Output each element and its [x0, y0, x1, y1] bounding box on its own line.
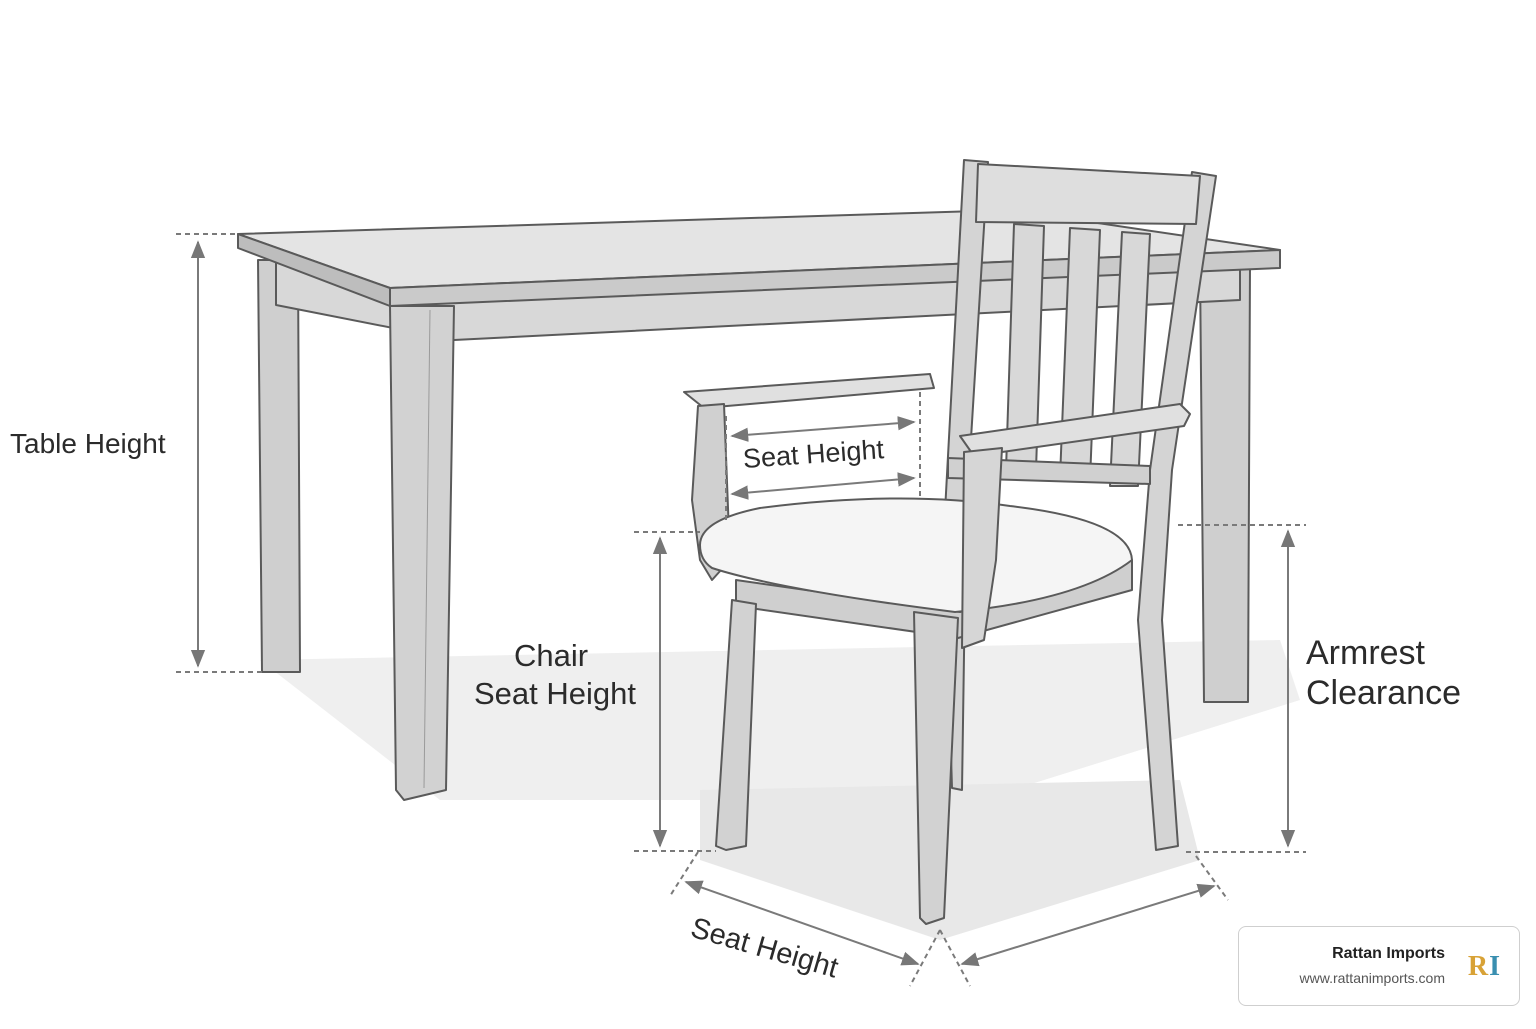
chair-seat-cushion: [699, 497, 1133, 613]
armrest-clearance-label-line1: Armrest: [1306, 634, 1425, 672]
brand-logo-i: I: [1489, 951, 1501, 982]
dining-table: [237, 209, 1281, 801]
brand-logo: RI: [1468, 951, 1501, 983]
armrest-clearance-label-line2: Clearance: [1306, 674, 1461, 712]
brand-name: Rattan Imports: [1332, 945, 1445, 962]
chair-front-leg-right: [913, 611, 959, 925]
inner-seat-height-arrow-bottom: [730, 472, 916, 500]
table-back-leg-left: [257, 259, 301, 673]
dimension-lines: [176, 233, 1306, 987]
brand-logo-r: R: [1467, 951, 1490, 982]
chair-front-leg-left: [715, 599, 757, 851]
chair-left-armrest: [683, 373, 935, 409]
bottom-seat-arrow-left: [684, 880, 920, 966]
brand-url: www.rattanimports.com: [1299, 970, 1445, 986]
table-height-label: Table Height: [10, 428, 166, 459]
chair-back-upright-right: [1137, 171, 1217, 851]
inner-seat-height-arrow-top: [730, 416, 916, 442]
brand-card: Rattan Imports www.rattanimports.com RI: [1238, 926, 1520, 1006]
chair-right-arm-post: [961, 447, 1003, 649]
bottom-seat-arrow-right: [960, 883, 1216, 967]
chair-seat-height-label-line2: Seat Height: [474, 676, 636, 711]
table-back-leg-right: [1199, 264, 1251, 703]
chair-seat-height-label-line1: Chair: [514, 638, 589, 673]
table-front-leg: [389, 305, 455, 801]
chair-top-rail: [975, 163, 1201, 225]
armchair: [683, 159, 1217, 925]
